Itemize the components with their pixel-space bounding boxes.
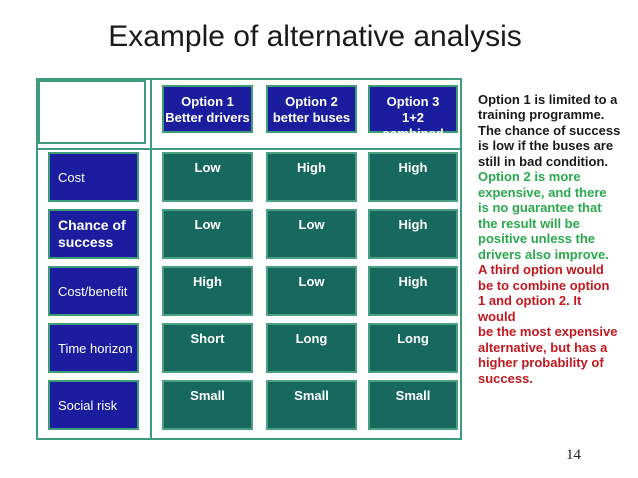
cell-cost-benefit-option-1: High [162, 266, 253, 316]
cell-cost-option-1: Low [162, 152, 253, 202]
column-header-option-1: Option 1 Better drivers [162, 85, 253, 133]
row-label-cost-benefit: Cost/benefit [48, 266, 139, 316]
cell-cost-benefit-option-3: High [368, 266, 458, 316]
cell-cost-benefit-option-2: Low [266, 266, 357, 316]
annotation-text: Option 1 is limited to a training progra… [478, 76, 636, 386]
slide-title: Example of alternative analysis [108, 20, 522, 53]
row-label-chance-of-success: Chance of success [48, 209, 139, 259]
column-header-option-3: Option 3 1+2 combined [368, 85, 458, 141]
annotation-option-3-text: A third option would be to combine optio… [478, 262, 618, 386]
row-label-social-risk: Social risk [48, 380, 139, 430]
page-number: 14 [566, 447, 581, 463]
column-header-option-2: Option 2 better buses [266, 85, 357, 133]
cell-time-horizon-option-3: Long [368, 323, 458, 373]
annotation-option-1-text: Option 1 is limited to a training progra… [478, 91, 621, 169]
cell-chance-option-1: Low [162, 209, 253, 259]
table-vertical-divider [150, 80, 152, 438]
alternative-analysis-table: Option 1 Better drivers Option 2 better … [36, 78, 462, 440]
cell-social-risk-option-2: Small [266, 380, 357, 430]
cell-time-horizon-option-2: Long [266, 323, 357, 373]
annotation-option-2-text: Option 2 is more expensive, and there is… [478, 169, 609, 262]
row-label-cost: Cost [48, 152, 139, 202]
cell-chance-option-2: Low [266, 209, 357, 259]
cell-time-horizon-option-1: Short [162, 323, 253, 373]
cell-social-risk-option-1: Small [162, 380, 253, 430]
table-corner-cell [38, 80, 146, 144]
cell-chance-option-3: High [368, 209, 458, 259]
row-label-time-horizon: Time horizon [48, 323, 139, 373]
cell-cost-option-3: High [368, 152, 458, 202]
cell-social-risk-option-3: Small [368, 380, 458, 430]
cell-cost-option-2: High [266, 152, 357, 202]
table-horizontal-divider [38, 148, 460, 150]
